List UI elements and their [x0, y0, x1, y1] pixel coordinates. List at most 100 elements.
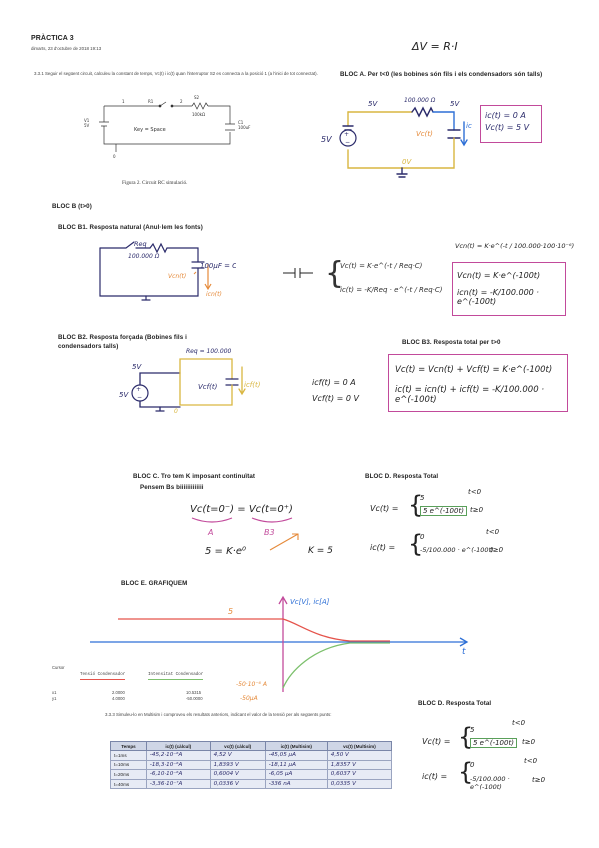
cell-temps: t=1ms: [110, 750, 147, 761]
bloc-b1-resistor-label: 100.000 Ω: [128, 253, 160, 260]
bloc-d-title: BLOC D. Resposta Total: [365, 473, 439, 480]
page-timestamp: dimarts, 23 d'octubre de 2018 19:13: [31, 46, 102, 51]
bloc-d2-ic-cond-pos: t≥0: [532, 776, 546, 784]
c1-label: C1: [238, 120, 244, 125]
page-title: PRÀCTICA 3: [31, 35, 74, 42]
bloc-d2-ic-cond-neg: t<0: [524, 757, 538, 765]
c1-value: 100uF: [238, 125, 251, 130]
bloc-b3-title: BLOC B3. Resposta total per t>0: [402, 339, 501, 346]
bloc-c-title: BLOC C. Tro tem K imposant continuïtat: [133, 473, 256, 480]
cursor-header-intensitat: Intensitat Condensador: [148, 673, 204, 680]
bloc-d2-title: BLOC D. Resposta Total: [418, 700, 492, 707]
s2-label: S2: [194, 95, 200, 100]
bloc-d-vc-label: Vc(t) =: [370, 504, 399, 513]
graph-label-5: 5: [228, 607, 233, 616]
bloc-a-src-label: 5V: [321, 135, 332, 144]
bloc-b2-eq1: icf(t) = 0 A: [312, 378, 356, 387]
cell-vc-calc: 0,6004 V: [209, 769, 266, 780]
bloc-c-k-result: K = 5: [308, 546, 333, 556]
th-ic-sim: ic(t) (Multisim): [264, 741, 328, 751]
bloc-a-resistor-label: 100.000 Ω: [404, 97, 436, 104]
bloc-b-title: BLOC B (t>0): [52, 203, 92, 210]
bloc-a-title: BLOC A. Per t<0 (les bobines són fils i …: [340, 71, 543, 78]
ic-curve: [282, 642, 390, 689]
cell-ic-sim: -336 nA: [264, 778, 328, 790]
bloc-a-result-ic: ic(t) = 0 A: [485, 111, 526, 120]
node-1-label: 1: [122, 99, 125, 104]
r1-label: R1: [148, 99, 154, 104]
cursor-row1-v: 2.0000: [112, 690, 125, 695]
figure-caption: Figura 2. Circuit RC simulació.: [122, 180, 188, 186]
intro-text: 3.3.1 Seguir el següent circuit, calcule…: [34, 71, 318, 76]
cell-temps: t=20ms: [110, 769, 147, 780]
table-row: t=40ms -3,36·10⁻⁷A 0,0336 V -336 nA 0,03…: [110, 778, 393, 790]
bloc-d-ic-cond-neg: t<0: [486, 528, 500, 536]
table-row: t=1ms -45,2·10⁻⁶A 4,52 V -45,05 µA 4,50 …: [110, 750, 393, 761]
cursor-header-tensio: Tensió Condensador: [80, 673, 126, 680]
bloc-a-v-bottom: 0V: [402, 158, 412, 166]
ohm-law-note: ΔV = R·I: [412, 40, 458, 53]
cursor-title: Cursor: [52, 665, 65, 670]
bloc-b2-vcf-label: Vcf(t): [198, 383, 218, 391]
r2-label: 100kΩ: [192, 112, 205, 117]
cell-temps: t=10ms: [110, 759, 147, 771]
node-2-label: 2: [180, 99, 183, 104]
cell-ic-calc: -6,10·10⁻⁶A: [145, 769, 211, 780]
bloc-b2-circuit: + − 5V 5V Req = 100.000 Vcf(t) icf(t) 0: [119, 348, 261, 415]
th-temps: Temps: [110, 741, 147, 751]
table-row: t=20ms -6,10·10⁻⁶A 0,6004 V -6,05 µA 0,6…: [110, 769, 393, 780]
bloc-a-circuit: + − 5V 5V 100.000 Ω 5V Vc(t) ic 0V: [321, 97, 472, 178]
graph-label-neg: -50·10⁻⁶ A: [236, 681, 267, 688]
cell-vc-sim: 4,50 V: [326, 750, 393, 761]
svg-text:+: +: [344, 131, 349, 138]
bloc-c-underbraces: [191, 517, 293, 523]
v1-label: V1: [84, 118, 90, 123]
table-row: t=10ms -18,3·10⁻⁶A 1,8393 V -18,11 µA 1,…: [110, 759, 393, 771]
key-label: Key = Space: [134, 127, 166, 133]
bloc-b2-v-bottom: 0: [174, 408, 178, 415]
bloc-a-result-vc: Vc(t) = 5 V: [485, 123, 530, 132]
cell-vc-calc: 1,8393 V: [209, 759, 266, 771]
cursor-row2-v: 4.0000: [112, 696, 125, 701]
bloc-d-vc-top: 5: [420, 494, 425, 502]
graph-axis-y-label: Vc[V], ic[A]: [290, 598, 330, 606]
cell-vc-calc: 0,0336 V: [209, 778, 266, 790]
cell-ic-sim: -18,11 µA: [264, 759, 328, 771]
bloc-d-ic-cond-pos: t≥0: [490, 546, 504, 554]
bloc-e-graph: 5 Vc[V], ic[A] t -50·10⁻⁶ A -50µA: [90, 595, 469, 702]
bloc-d-ic-brace: {: [408, 530, 424, 558]
bloc-a-v-right: 5V: [450, 100, 460, 108]
cursor-row1-i: 10.5315: [186, 690, 202, 695]
bloc-b3-eq-vc: Vc(t) = Vcn(t) + Vcf(t) = K·e^(-100t): [395, 365, 553, 375]
bloc-b2-v-top: 5V: [132, 363, 142, 371]
bloc-b1-circuit: Req 100.000 Ω 100µF = C Vcn(t) icn(t): [99, 240, 236, 301]
bloc-b1-vcn-label: Vcn(t): [168, 273, 186, 280]
bloc-d-ic-top: 0: [420, 533, 425, 541]
bloc-b1-title: BLOC B1. Resposta natural (Anul·lem les …: [58, 224, 203, 231]
bloc-b1-result-vcn: Vcn(t) = K·e^(-100t): [457, 271, 541, 280]
bloc-e-title: BLOC E. GRAFIQUEM: [121, 580, 188, 587]
bloc-b2-title: BLOC B2. Resposta forçada (Bobines fils …: [58, 334, 187, 350]
bloc-d-ic-label: ic(t) =: [370, 543, 396, 552]
bloc-c-label-a: A: [208, 528, 214, 537]
cursor-row2-label: y1: [52, 696, 57, 701]
bloc-a-v-left: 5V: [368, 100, 378, 108]
bloc-d2-vc-label: Vc(t) =: [422, 737, 451, 746]
section-333-text: 3.3.3 Simuleu-lo en Multisim i comproveu…: [105, 712, 332, 717]
v1-value: 5V: [84, 123, 90, 128]
bloc-c-continuity-eq: Vc(t=0⁻) = Vc(t=0⁺): [190, 504, 293, 515]
bloc-d-vc-bottom: 5 e^(-100t): [420, 506, 467, 516]
cell-ic-sim: -6,05 µA: [264, 769, 328, 780]
cursor-row1-label: x1: [52, 690, 57, 695]
graph-label-neg-micro: -50µA: [240, 695, 258, 702]
bloc-b1-top-expression: Vcn(t) = K·e^(-t / 100.000·100·10⁻⁶): [455, 242, 575, 250]
time-axis-arrow-icon: [459, 637, 469, 647]
bloc-b2-icf-label: icf(t): [244, 381, 261, 389]
bloc-c-substitution: 5 = K·e⁰: [205, 546, 246, 557]
results-table: Temps ic(t) (càlcul) vc(t) (càlcul) ic(t…: [110, 741, 393, 790]
svg-text:−: −: [345, 139, 350, 146]
svg-text:−: −: [137, 394, 142, 401]
bloc-b1-result-box: Vcn(t) = K·e^(-100t) icn(t) = -K/100.000…: [452, 262, 566, 316]
bloc-a-vc-label: Vc(t): [416, 130, 433, 138]
results-table-header: Temps ic(t) (càlcul) vc(t) (càlcul) ic(t…: [110, 741, 393, 751]
